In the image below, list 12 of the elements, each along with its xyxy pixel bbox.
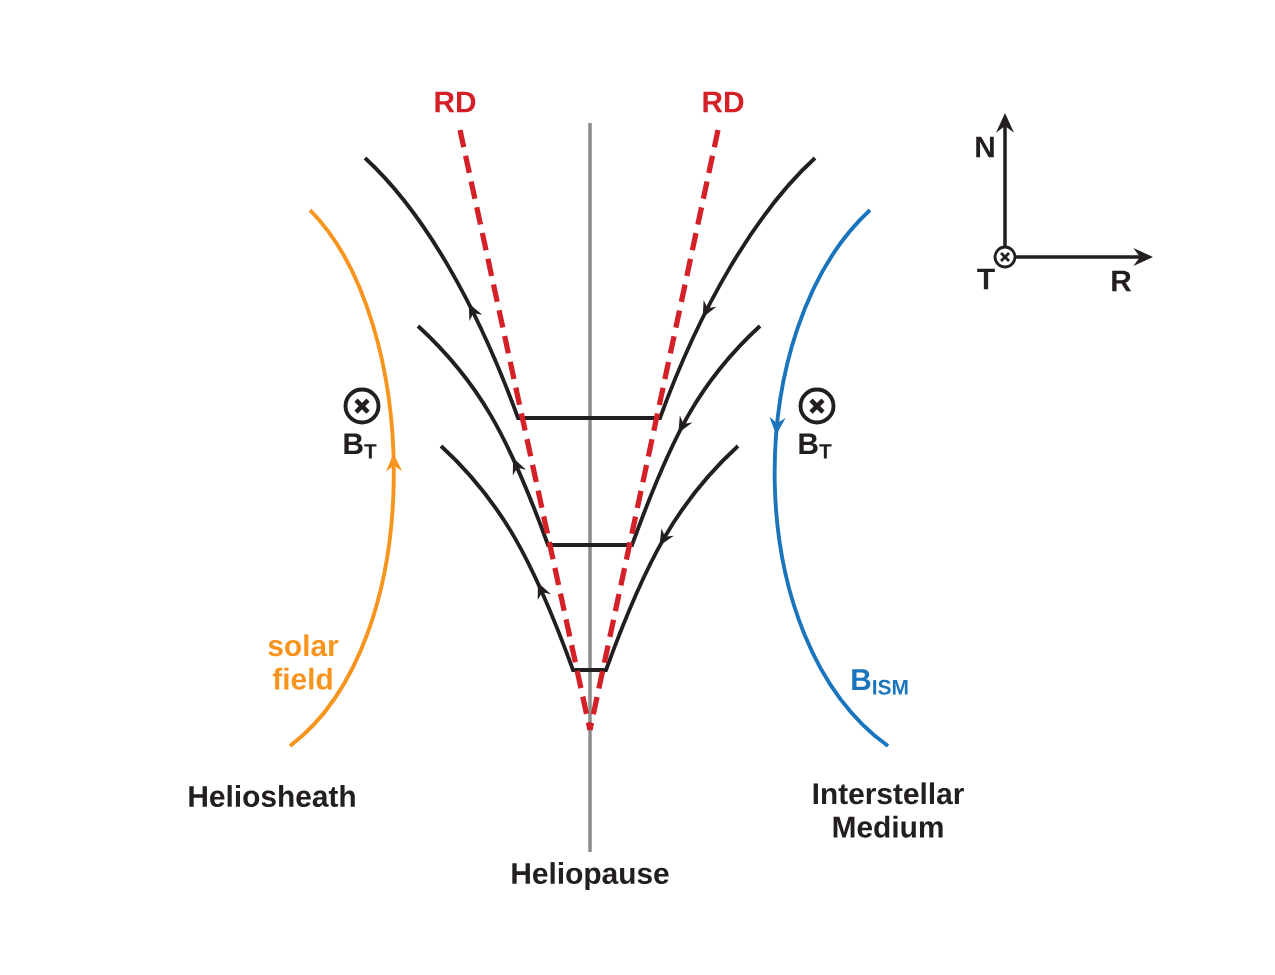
rd-label: RD: [703, 91, 744, 113]
field-label: B$_{ISM}$: [852, 669, 908, 695]
region-label: Interstellar Medium: [813, 782, 964, 838]
field-label: solar field: [268, 634, 339, 690]
rd-label: RD: [435, 91, 476, 113]
field-label: B$_{T}$: [344, 433, 377, 459]
axis-label: T: [977, 268, 995, 290]
axis-label: R: [1112, 270, 1132, 292]
region-label: Heliosheath: [189, 785, 355, 807]
boundary-label: Heliopause: [512, 862, 669, 890]
field-label: B$_{T}$: [799, 433, 832, 459]
axis-label: N: [976, 136, 994, 158]
